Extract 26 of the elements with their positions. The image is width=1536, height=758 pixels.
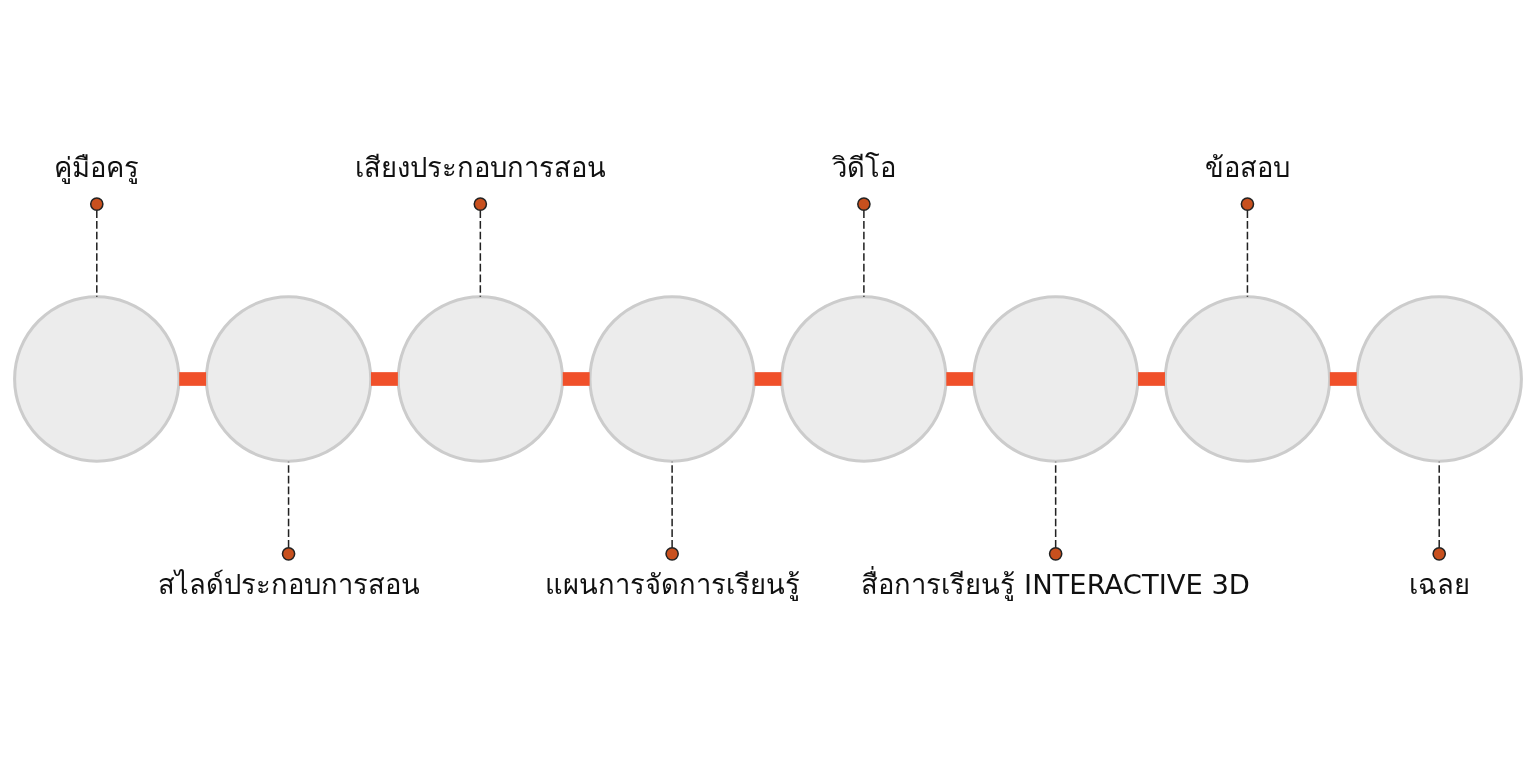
node-text: สไลด์ประกอบการสอน [157, 569, 420, 601]
node-circle [588, 295, 756, 463]
node-circle [204, 295, 373, 463]
node-text: แผนการจัดการเรียนรู้ [544, 569, 800, 601]
connector [1138, 372, 1165, 386]
connector [754, 372, 782, 386]
node-circle [1355, 295, 1523, 463]
node-text: เสียงประกอบการสอน [354, 152, 606, 184]
node-circle [971, 295, 1140, 463]
connector [946, 372, 974, 386]
node-text: ข้อสอบ [1204, 152, 1290, 184]
node-circle [396, 295, 565, 463]
node-circle [780, 295, 948, 463]
node-text: เฉลย [1408, 569, 1470, 601]
node-text: วิดีโอ [831, 152, 896, 184]
node-circle [1163, 295, 1332, 463]
connector [89, 197, 104, 298]
node-text: คู่มือครู [54, 152, 140, 184]
connector [1240, 197, 1255, 298]
connector [857, 197, 871, 298]
connector [370, 372, 398, 386]
connector [179, 372, 207, 386]
node-circle [13, 295, 181, 463]
connector [473, 197, 488, 298]
connector [1329, 372, 1357, 386]
connector [562, 372, 590, 386]
